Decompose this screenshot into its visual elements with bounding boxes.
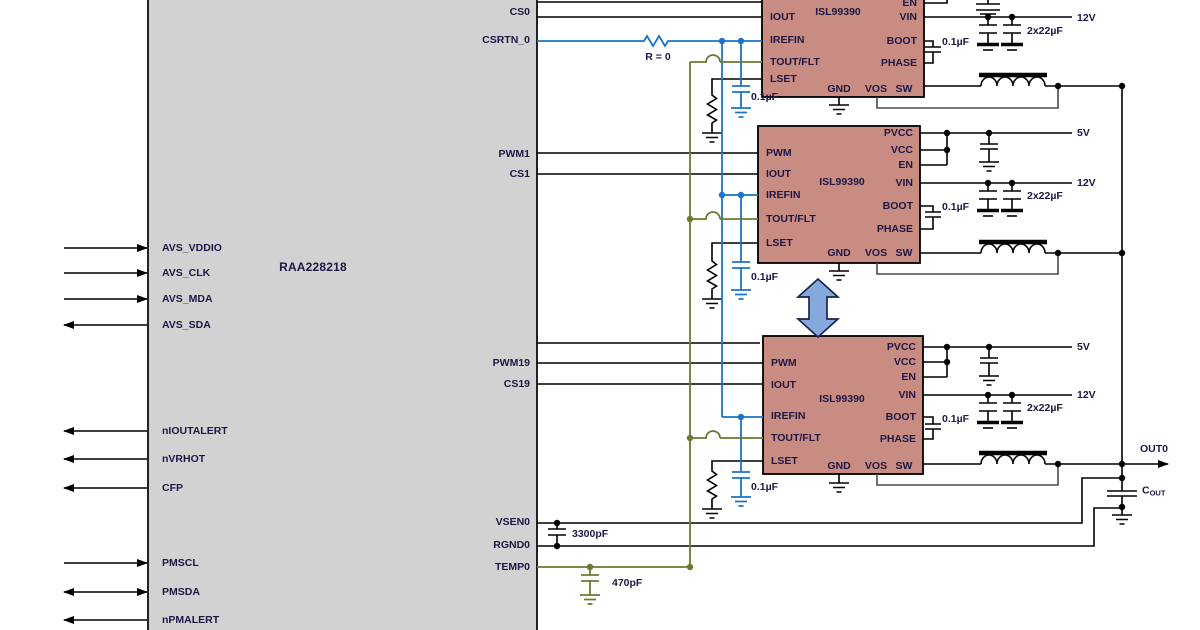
stage3-pin-toutflt: TOUT/FLT	[771, 431, 821, 444]
pin-label-cs1: CS1	[509, 167, 530, 180]
temp-olive-wires	[537, 54, 763, 605]
iref-cap-label-1: 0.1µF	[751, 90, 779, 103]
stage2-pin-sw: SW	[895, 246, 913, 259]
boot-cap-label-3: 0.1µF	[942, 412, 970, 425]
iref-cap-label-2: 0.1µF	[751, 270, 779, 283]
stage2-pin-lset: LSET	[766, 236, 793, 249]
output-net-label: OUT0	[1139, 442, 1169, 455]
stage1-pin-gnd: GND	[827, 82, 851, 95]
pin-label-rgnd0: RGND0	[493, 538, 530, 551]
stage1-pin-vos: VOS	[864, 82, 888, 95]
stage3-pin-pvcc: PVCC	[886, 340, 916, 353]
stage2-pin-pwm: PWM	[766, 146, 792, 159]
pin-label-vsen0: VSEN0	[495, 515, 530, 528]
pin-label-cfp: CFP	[162, 481, 183, 494]
stage3-part-number: ISL99390	[819, 392, 865, 405]
vos-return-wires	[876, 88, 1059, 486]
input-cap-label-2: 2x22µF	[1027, 189, 1063, 202]
stage3-pin-pwm: PWM	[771, 356, 797, 369]
pin-label-pwm1: PWM1	[498, 147, 531, 160]
pin-label-avs-sda: AVS_SDA	[162, 318, 211, 331]
stage2-pin-irefin: IREFIN	[766, 188, 801, 201]
stage3-pin-vin: VIN	[898, 388, 916, 401]
iref-blue-wires	[537, 34, 763, 507]
temp-cap-label: 470pF	[612, 576, 643, 589]
stage1-pin-toutflt: TOUT/FLT	[770, 55, 820, 68]
pin-label-pmscl: PMSCL	[162, 556, 199, 569]
pin-label-avs-clk: AVS_CLK	[162, 266, 211, 279]
stage1-pin-sw: SW	[895, 82, 913, 95]
stage2-part-number: ISL99390	[819, 175, 865, 188]
stage3-pin-vos: VOS	[864, 459, 888, 472]
power-stage-body-2	[757, 125, 921, 264]
pin-label-pmsda: PMSDA	[162, 585, 200, 598]
stage2-pin-vcc: VCC	[890, 143, 913, 156]
stage1-pin-boot: BOOT	[886, 34, 917, 47]
rail-12v-label-1: 12V	[1077, 11, 1096, 24]
pin-label-cs19: CS19	[503, 377, 530, 390]
stage2-pin-boot: BOOT	[882, 199, 913, 212]
stage3-pin-lset: LSET	[771, 454, 798, 467]
component-bodies	[147, 0, 925, 630]
controller-part-number: RAA228218	[279, 260, 347, 274]
stage2-pin-vin: VIN	[895, 176, 913, 189]
pin-label-temp0: TEMP0	[494, 560, 530, 573]
stage1-pin-iout: IOUT	[770, 10, 796, 23]
iref-cap-label-3: 0.1µF	[751, 480, 779, 493]
vsen-cap-label: 3300pF	[572, 527, 609, 540]
stage1-part-number: ISL99390	[815, 5, 861, 18]
stage3-pin-irefin: IREFIN	[771, 409, 806, 422]
power-stage-body-3	[762, 335, 924, 475]
repeat-phases-arrow-icon	[795, 277, 841, 339]
stage3-pin-gnd: GND	[827, 459, 851, 472]
stage1-pin-en: EN	[902, 0, 917, 9]
stage1-pin-lset: LSET	[770, 72, 797, 85]
stage3-pin-en: EN	[901, 370, 916, 383]
pin-label-nvrhot: nVRHOT	[162, 452, 206, 465]
pin-label-csrtn0: CSRTN_0	[482, 33, 530, 46]
stage1-pin-vin: VIN	[899, 10, 917, 23]
rail-12v-label-2: 12V	[1077, 176, 1096, 189]
stage3-pin-phase: PHASE	[879, 432, 916, 445]
rail-5v-label-3: 5V	[1077, 340, 1090, 353]
rail-12v-label-3: 12V	[1077, 388, 1096, 401]
controller-body	[147, 0, 538, 630]
pin-label-nioutalert: nIOUTALERT	[162, 424, 228, 437]
iref-resistor-label: R = 0	[645, 50, 671, 63]
junction-dots	[553, 13, 1126, 571]
stage2-pin-pvcc: PVCC	[883, 126, 913, 139]
pin-label-avs-mda: AVS_MDA	[162, 292, 213, 305]
stage2-pin-phase: PHASE	[876, 222, 913, 235]
power-stage-body-1	[761, 0, 925, 98]
stage3-pin-vcc: VCC	[893, 355, 916, 368]
pin-label-avs-vddio: AVS_VDDIO	[162, 241, 222, 254]
input-cap-label-3: 2x22µF	[1027, 401, 1063, 414]
stage2-pin-vos: VOS	[864, 246, 888, 259]
input-cap-label-1: 2x22µF	[1027, 24, 1063, 37]
stage1-pin-irefin: IREFIN	[770, 33, 805, 46]
stage3-pin-sw: SW	[895, 459, 913, 472]
output-cap-label: COUT	[1142, 484, 1166, 498]
stage3-pin-iout: IOUT	[771, 378, 797, 391]
boot-cap-label-1: 0.1µF	[942, 35, 970, 48]
stage2-pin-gnd: GND	[827, 246, 851, 259]
pin-label-pwm19: PWM19	[492, 356, 530, 369]
boot-cap-label-2: 0.1µF	[942, 200, 970, 213]
stage2-pin-en: EN	[898, 158, 913, 171]
pin-label-cs0: CS0	[509, 5, 530, 18]
rail-5v-label-2: 5V	[1077, 126, 1090, 139]
stage2-pin-toutflt: TOUT/FLT	[766, 212, 816, 225]
pin-label-npmalert: nPMALERT	[162, 613, 220, 626]
stage3-pin-boot: BOOT	[885, 410, 916, 423]
stage1-pin-phase: PHASE	[880, 56, 917, 69]
stage2-pin-iout: IOUT	[766, 167, 792, 180]
